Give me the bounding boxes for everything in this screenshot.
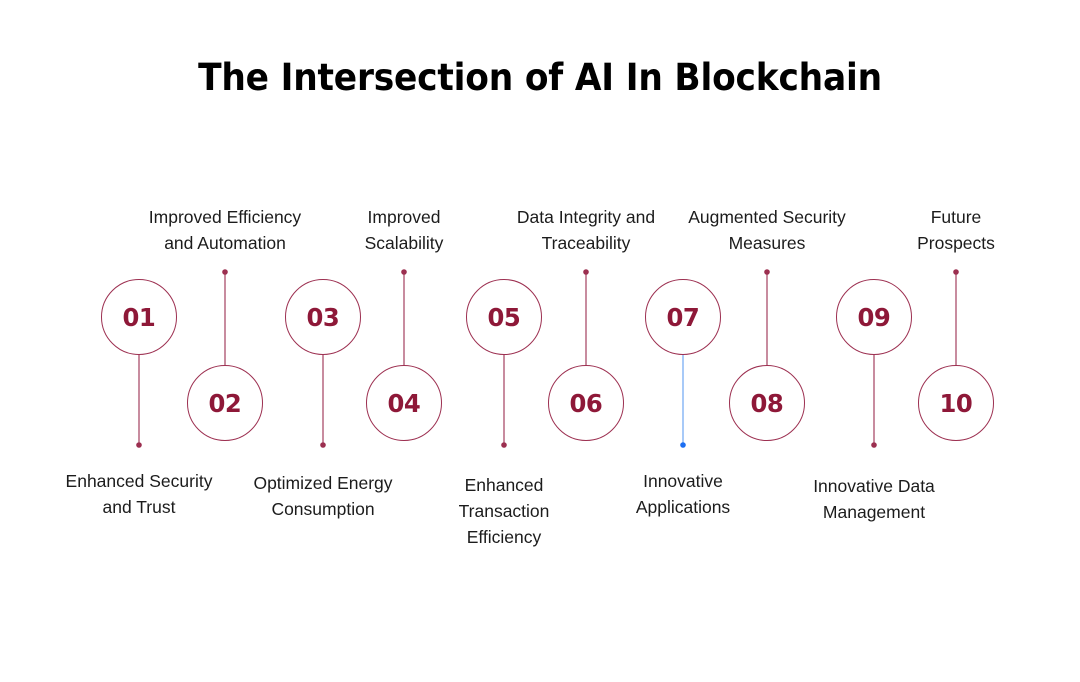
connector-dot-03 (320, 442, 326, 448)
step-number-03: 03 (306, 302, 340, 332)
step-circle-08[interactable]: 08 (729, 365, 805, 441)
step-circle-05[interactable]: 05 (466, 279, 542, 355)
step-number-06: 06 (569, 388, 603, 418)
page-title: The Intersection of AI In Blockchain (198, 56, 882, 99)
step-circle-02[interactable]: 02 (187, 365, 263, 441)
step-label-05: Enhanced Transaction Efficiency (458, 475, 550, 547)
connector-dot-09 (871, 442, 877, 448)
step-label-03: Optimized Energy Consumption (253, 473, 393, 519)
step-label-10: Future Prospects (917, 207, 995, 253)
step-label-06: Data Integrity and Traceability (516, 207, 656, 253)
step-circle-04[interactable]: 04 (366, 365, 442, 441)
step-label-08: Augmented Security Measures (688, 207, 846, 253)
step-circle-10[interactable]: 10 (918, 365, 994, 441)
step-number-09: 09 (857, 302, 891, 332)
connector-dot-05 (501, 442, 507, 448)
step-circle-01[interactable]: 01 (101, 279, 177, 355)
step-circle-07[interactable]: 07 (645, 279, 721, 355)
step-number-04: 04 (387, 388, 421, 418)
step-number-01: 01 (122, 302, 156, 332)
step-label-04: Improved Scalability (364, 207, 444, 253)
step-circle-09[interactable]: 09 (836, 279, 912, 355)
step-number-10: 10 (939, 388, 973, 418)
step-label-07: Innovative Applications (635, 471, 731, 517)
step-circle-03[interactable]: 03 (285, 279, 361, 355)
connector-dot-01 (136, 442, 142, 448)
connector-dot-10 (953, 269, 959, 275)
connector-dot-06 (583, 269, 589, 275)
step-number-07: 07 (666, 302, 700, 332)
step-label-01: Enhanced Security and Trust (65, 471, 213, 517)
step-number-08: 08 (750, 388, 784, 418)
step-number-05: 05 (487, 302, 521, 332)
connector-dot-08 (764, 269, 770, 275)
step-circle-06[interactable]: 06 (548, 365, 624, 441)
step-label-09: Innovative Data Management (813, 476, 935, 522)
connector-dot-04 (401, 269, 407, 275)
step-number-02: 02 (208, 388, 242, 418)
step-label-02: Improved Efficiency and Automation (148, 207, 302, 253)
connector-dot-07 (680, 442, 686, 448)
connector-dot-02 (222, 269, 228, 275)
